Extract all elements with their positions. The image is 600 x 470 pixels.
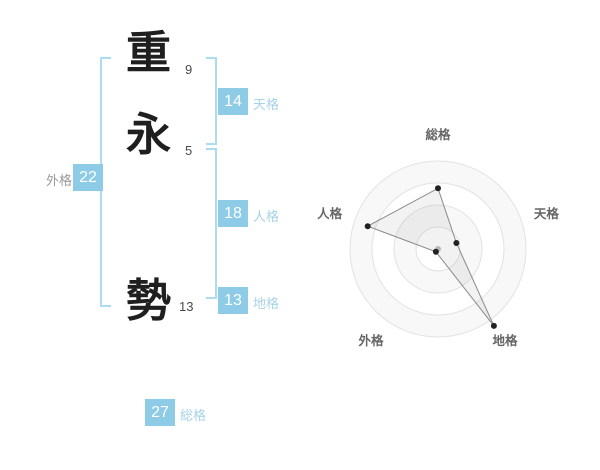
tenkaku-value: 14 [218,88,248,115]
radar-axis-label: 地格 [492,333,518,348]
stroke-count-3: 13 [179,299,194,314]
radar-data-polygon [366,187,495,327]
gaikaku-label: 外格 [46,173,73,188]
name-char-3: 勢 [126,275,172,326]
jinkaku-value: 18 [218,200,248,227]
radar-axis-label: 外格 [357,333,384,348]
radar-data-point [490,322,497,329]
jinkaku-bracket [206,148,217,299]
chikaku-label: 地格 [253,296,280,311]
radar-data-point [364,223,371,230]
name-char-2: 永 [126,109,172,160]
jinkaku-label: 人格 [253,209,280,224]
stroke-count-1: 9 [185,62,193,77]
radar-axis-label: 総格 [425,127,451,142]
radar-data-point [435,185,441,192]
tenkaku-bracket [206,57,217,145]
chikaku-value: 13 [218,287,248,314]
soukaku-label: 総格 [180,408,207,423]
stroke-count-2: 5 [185,143,193,158]
radar-chart: 総格天格地格 外格 人格 [295,110,590,372]
radar-data-point [432,248,439,255]
radar-data-point [453,240,460,246]
soukaku-value: 27 [145,399,175,426]
radar-axis-label: 人格 [317,206,343,221]
radar-axis-label: 天格 [534,206,560,221]
name-char-1: 重 [126,27,172,78]
gaikaku-value: 22 [73,164,103,191]
tenkaku-label: 天格 [253,97,280,112]
